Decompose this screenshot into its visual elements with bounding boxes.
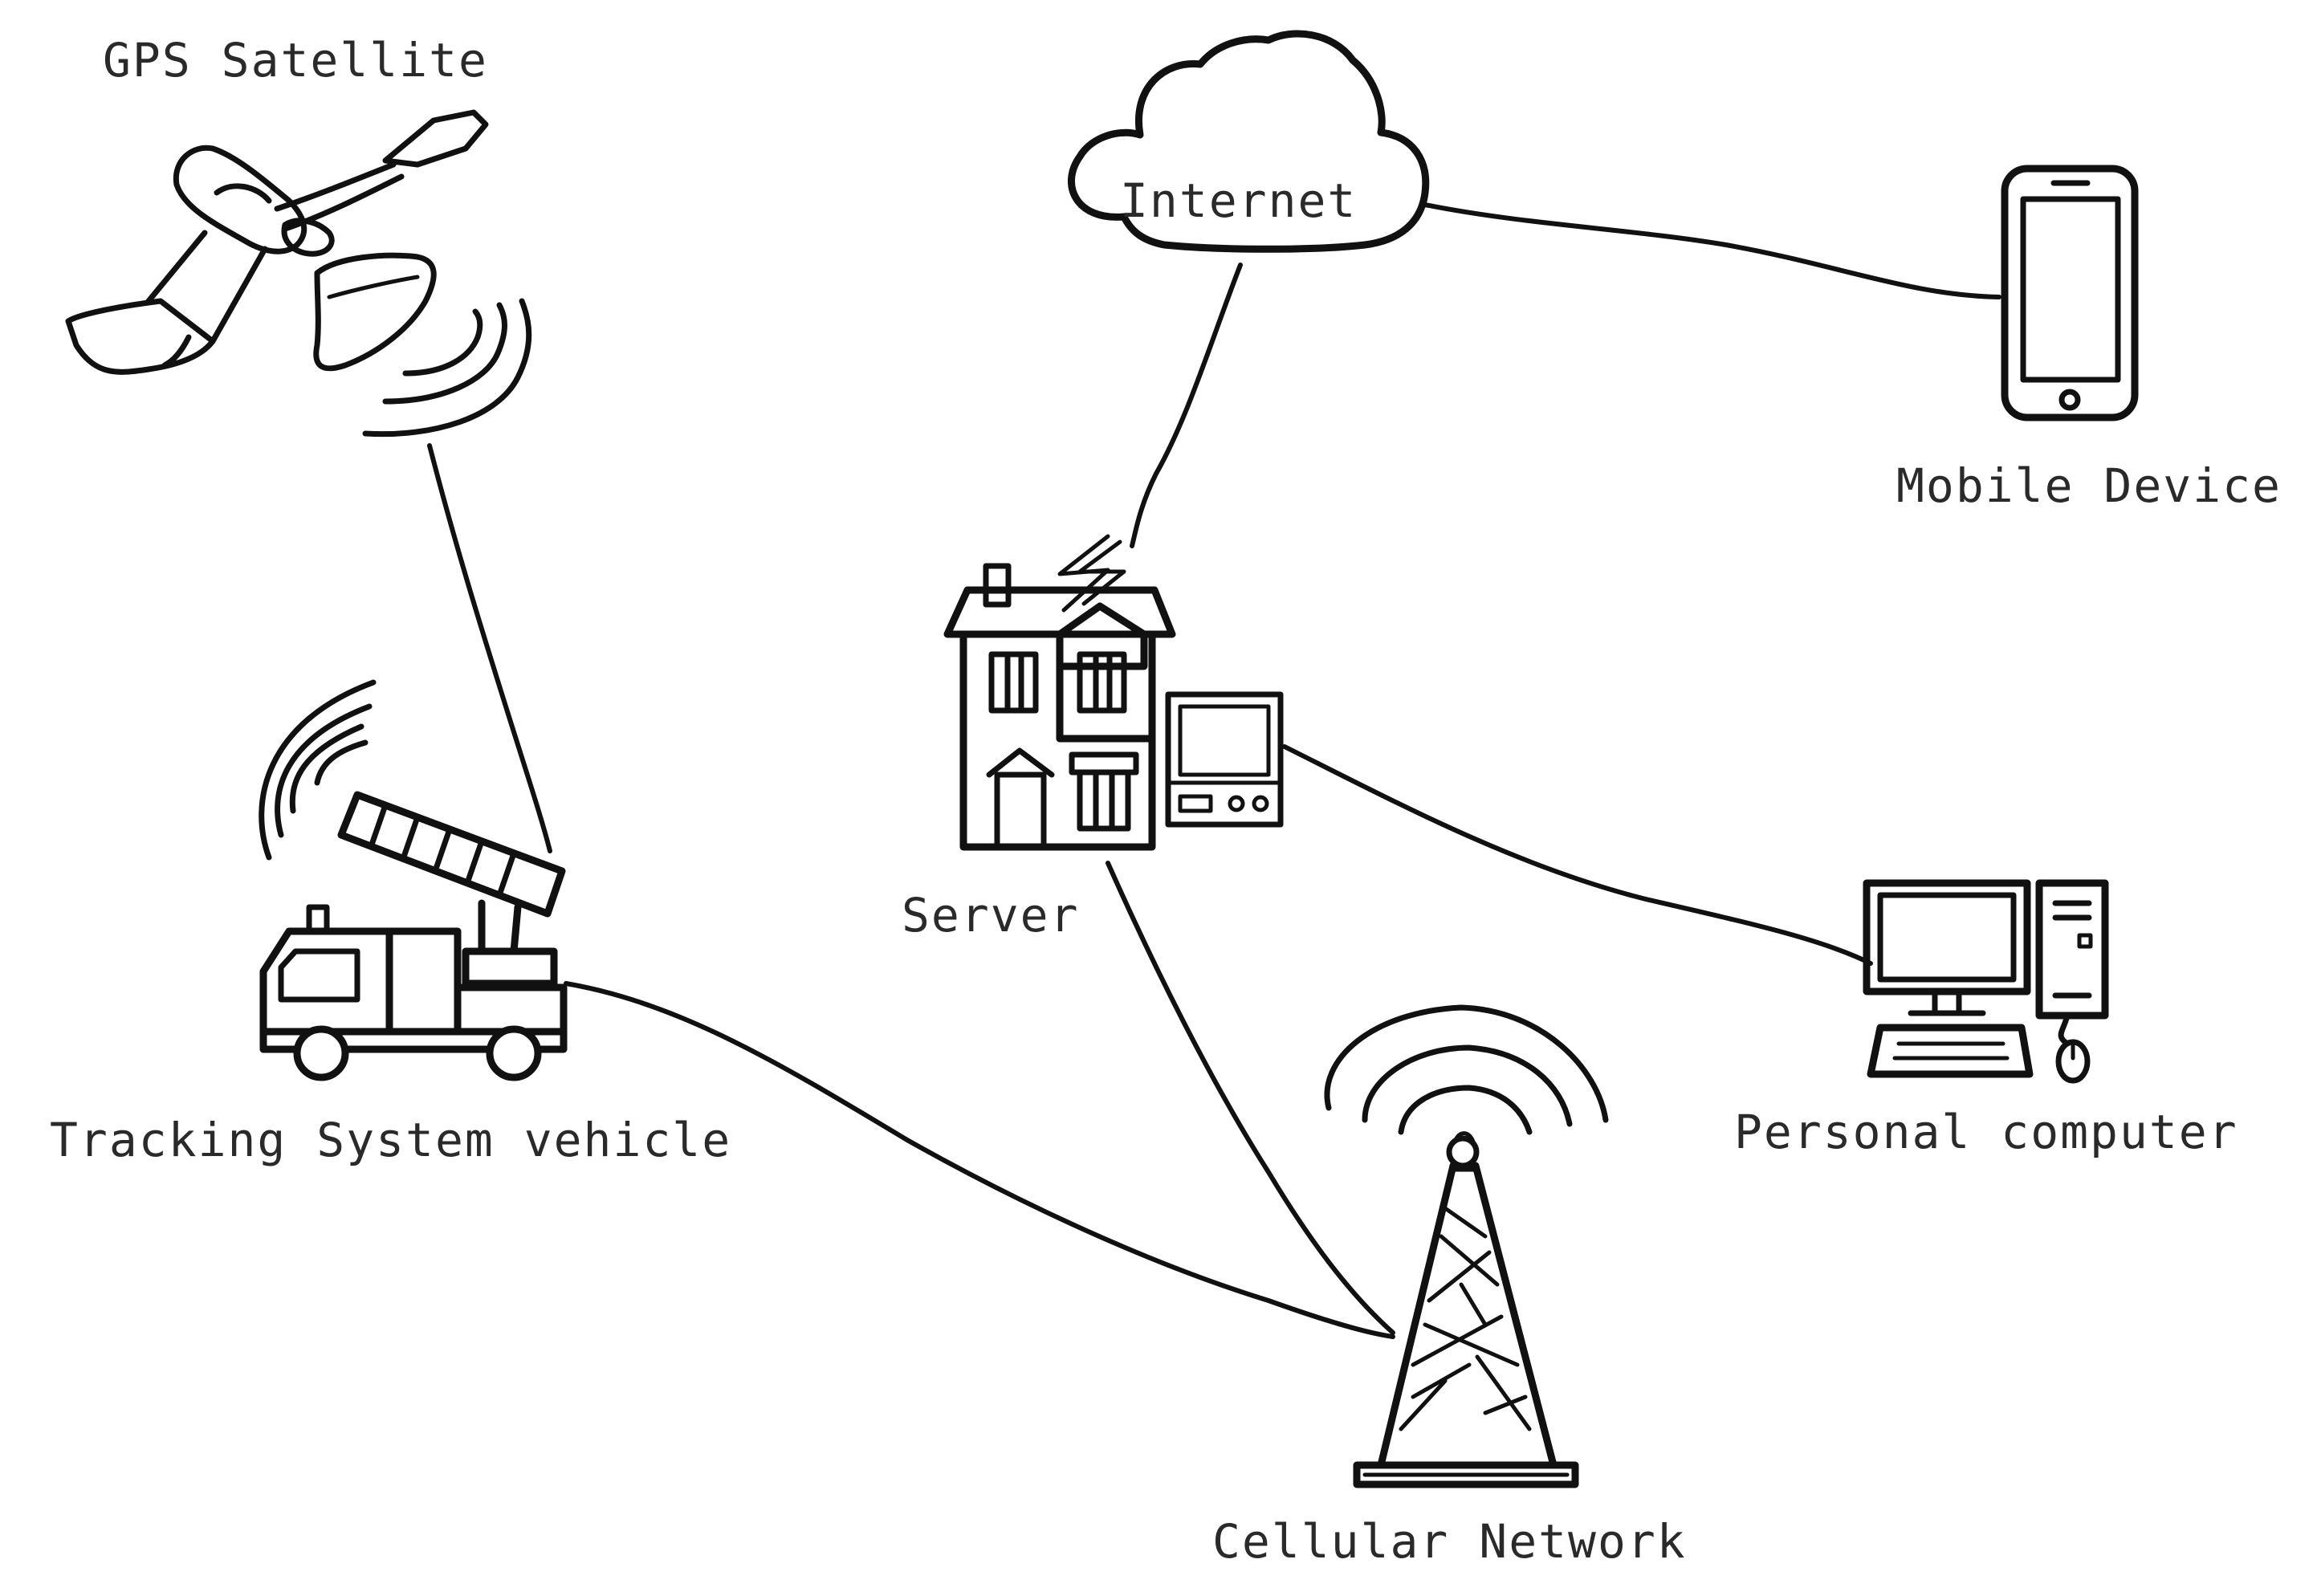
server-building-icon (943, 534, 1284, 851)
fire-truck-icon (259, 679, 568, 1081)
edge-server-to-personal-computer (1282, 744, 1873, 966)
satellite-icon (65, 109, 532, 438)
personal-computer-label: Personal computer (1734, 1105, 2238, 1159)
smartphone-icon (2001, 165, 2139, 421)
edge-gps-satellite-to-vehicle (427, 443, 552, 853)
desktop-computer-icon (1863, 879, 2109, 1084)
edge-internet-to-mobile-device (1423, 202, 2001, 299)
tracking-vehicle-label: Tracking System vehicle (50, 1113, 731, 1167)
edge-server-to-cellular-network (1106, 861, 1395, 1335)
cell-tower-icon (1324, 1004, 1609, 1488)
edge-internet-to-server (1130, 263, 1243, 548)
cellular-network-label: Cellular Network (1212, 1514, 1687, 1569)
internet-label: Internet (1120, 173, 1357, 228)
edge-vehicle-to-cellular-network (564, 981, 1395, 1339)
gps-satellite-label: GPS Satellite (103, 33, 488, 88)
cloud-icon (1068, 30, 1430, 253)
connections (427, 202, 2001, 1339)
mobile-device-label: Mobile Device (1896, 458, 2282, 513)
server-label: Server (902, 888, 1080, 943)
